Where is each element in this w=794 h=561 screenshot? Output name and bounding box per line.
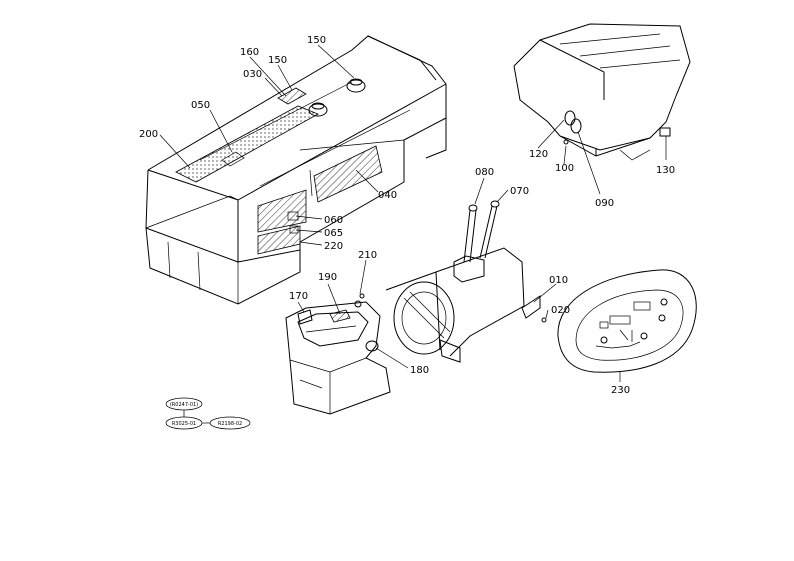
callout-130: 130 xyxy=(656,165,675,176)
engine-block xyxy=(285,293,391,415)
bonnet-assembly xyxy=(145,35,447,305)
callout-220: 220 xyxy=(324,241,343,252)
callout-labels: 160 150 150 030 050 200 040 060 065 220 … xyxy=(139,35,675,396)
callout-180: 180 xyxy=(410,365,429,376)
reference-label: R2198-02 xyxy=(218,421,242,427)
callout-120: 120 xyxy=(529,149,548,160)
callout-170: 170 xyxy=(289,291,308,302)
callout-060: 060 xyxy=(324,215,343,226)
dash-housing xyxy=(513,23,691,161)
reference-label: R3025-01 xyxy=(172,421,196,427)
callout-150: 150 xyxy=(307,35,326,46)
callout-010: 010 xyxy=(549,275,568,286)
instrument-panel xyxy=(557,269,697,373)
callout-050: 050 xyxy=(191,100,210,111)
callout-150: 150 xyxy=(268,55,287,66)
callout-070: 070 xyxy=(510,186,529,197)
callout-230: 230 xyxy=(611,385,630,396)
callout-040: 040 xyxy=(378,190,397,201)
callout-020: 020 xyxy=(551,305,570,316)
leader-lines xyxy=(159,44,667,382)
reference-bubbles: (R0247-01) R3025-01 R2198-02 xyxy=(165,397,251,430)
callout-100: 100 xyxy=(555,163,574,174)
fuel-tank-assembly xyxy=(385,200,547,363)
callout-080: 080 xyxy=(475,167,494,178)
callout-210: 210 xyxy=(358,250,377,261)
callout-030: 030 xyxy=(243,69,262,80)
callout-190: 190 xyxy=(318,272,337,283)
callout-090: 090 xyxy=(595,198,614,209)
callout-160: 160 xyxy=(240,47,259,58)
reference-label: (R0247-01) xyxy=(170,402,198,408)
callout-065: 065 xyxy=(324,228,343,239)
callout-200: 200 xyxy=(139,129,158,140)
